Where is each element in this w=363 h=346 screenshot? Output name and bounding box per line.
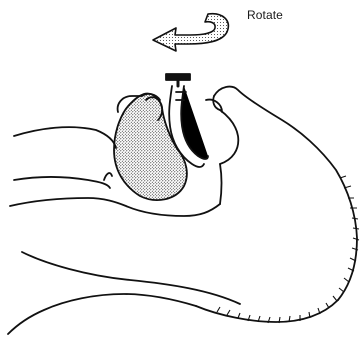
rotate-label: Rotate — [247, 8, 283, 22]
curved-rotate-arrow-icon — [153, 14, 228, 51]
